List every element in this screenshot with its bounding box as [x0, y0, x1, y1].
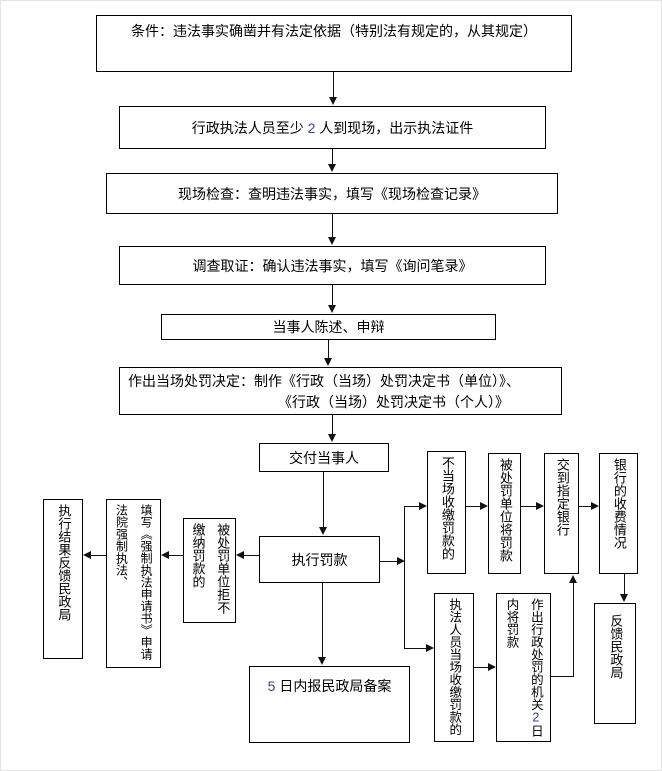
site-inspection-text: 现场检查：查明违法事实，填写《现场检查记录》: [178, 185, 486, 202]
arrow-notonsite-to-unitpays-line: [466, 506, 480, 507]
unit-refuses-box: 被处罚单位拒不缴纳罚款的: [183, 518, 236, 623]
connector-organ-horizontal: [551, 676, 574, 677]
feedback-bureau-text: 反馈民政局: [608, 614, 624, 679]
unit-refuses-text: 被处罚单位拒不缴纳罚款的: [190, 523, 231, 614]
arrow-split-to-notonsite-head: [419, 502, 427, 510]
arrow-onsite-to-organ-head: [488, 663, 496, 671]
party-statement-box: 当事人陈述、申辩: [161, 314, 496, 340]
arrow-split-to-onsite-head: [426, 644, 434, 652]
onsite-collection-box: 执法人员当场收缴罚款的: [434, 593, 474, 742]
connector-organ-head: [569, 575, 577, 583]
arrow-statement-to-decision-line: [328, 340, 329, 359]
execute-fine-text: 执行罚款: [291, 551, 348, 568]
arrow-inspection-to-investigation-head: [328, 237, 336, 245]
arrow-apply-to-result-head: [83, 551, 91, 559]
arrow-execute-to-split-head: [397, 557, 405, 565]
arrow-onsite-to-organ-line: [474, 667, 488, 668]
personnel-text: 行政执法人员至少 2 人到现场，出示执法证件: [191, 119, 474, 136]
execute-fine-box: 执行罚款: [259, 536, 380, 583]
bank-fee-status-box: 银行的收费情况: [599, 453, 638, 574]
result-feedback-text: 执行结果反馈民政局: [56, 504, 72, 621]
arrow-bank-to-fee-line: [579, 506, 591, 507]
arrow-investigation-to-statement-head: [328, 305, 336, 313]
arrow-execute-to-refuses-head: [236, 551, 244, 559]
arrow-decision-to-deliver-line: [332, 415, 333, 435]
site-inspection-box: 现场检查：查明违法事实，填写《现场检查记录》: [106, 173, 558, 214]
arrow-split-to-notonsite-line: [404, 506, 419, 507]
arrow-execute-to-record-head: [318, 657, 326, 665]
not-onsite-collection-box: 不当场收缴罚款的: [427, 451, 466, 574]
unit-pays-fine-box: 被处罚单位将罚款: [488, 453, 521, 574]
arrow-inspection-to-investigation-line: [332, 214, 333, 238]
arrow-execute-to-refuses-line: [244, 555, 259, 556]
arrow-split-to-onsite-line: [404, 648, 426, 649]
designated-bank-box: 交到指定银行: [544, 453, 579, 574]
report-record-text: 5 日内报民政局备案: [267, 678, 392, 694]
investigation-text: 调查取证：确认违法事实，填写《询问笔录》: [192, 257, 473, 274]
feedback-bureau-box: 反馈民政局: [594, 603, 636, 724]
not-onsite-collection-text: 不当场收缴罚款的: [439, 456, 455, 560]
condition-box: 条件：违法事实确凿并有法定依据（特别法有规定的，从其规定）: [96, 15, 572, 72]
organ-hands-fine-box: 作出行政处罚的机关2日内将罚款: [496, 593, 551, 742]
arrow-unitpays-to-bank-head: [536, 502, 544, 510]
arrow-deliver-to-execute-head: [319, 527, 327, 535]
report-record-box: 5 日内报民政局备案: [249, 666, 410, 743]
designated-bank-text: 交到指定银行: [554, 458, 570, 536]
arrow-refuses-to-apply-head: [161, 551, 169, 559]
result-feedback-box: 执行结果反馈民政局: [43, 499, 83, 659]
apply-enforcement-text: 填写《强制执法申请书》申请法院强制执法、: [114, 504, 154, 660]
arrow-bank-to-fee-head: [591, 502, 599, 510]
arrow-fee-to-feedback-head: [620, 594, 628, 602]
arrow-statement-to-decision-head: [324, 358, 332, 366]
investigation-box: 调查取证：确认违法事实，填写《询问笔录》: [119, 246, 546, 285]
bank-fee-status-text: 银行的收费情况: [611, 458, 627, 549]
arrow-execute-to-split-line: [380, 561, 397, 562]
apply-enforcement-box: 填写《强制执法申请书》申请法院强制执法、: [106, 499, 161, 668]
arrow-apply-to-result-line: [91, 555, 106, 556]
arrow-personnel-to-inspection-head: [328, 164, 336, 172]
arrow-condition-to-personnel-line: [333, 72, 334, 98]
arrow-execute-to-record-line: [322, 583, 323, 658]
arrow-fee-to-feedback-line: [624, 574, 625, 595]
arrow-investigation-to-statement-line: [332, 285, 333, 306]
arrow-notonsite-to-unitpays-head: [480, 502, 488, 510]
deliver-party-text: 交付当事人: [289, 449, 359, 466]
arrow-refuses-to-apply-line: [169, 555, 183, 556]
condition-text: 条件：违法事实确凿并有法定依据（特别法有规定的，从其规定）: [131, 23, 537, 39]
party-statement-text: 当事人陈述、申辩: [272, 319, 385, 335]
arrow-deliver-to-execute-line: [323, 472, 324, 528]
onsite-decision-line1: 作出当场处罚决定：制作《行政（当场）处罚决定书（单位）》、: [128, 373, 520, 389]
split-vertical-line: [404, 506, 405, 648]
organ-hands-fine-text: 作出行政处罚的机关2日内将罚款: [504, 598, 543, 737]
onsite-decision-line2: 《行政（当场）处罚决定书（个人）》: [278, 394, 509, 410]
onsite-collection-text: 执法人员当场收缴罚款的: [447, 598, 462, 736]
deliver-party-box: 交付当事人: [259, 443, 389, 472]
arrow-condition-to-personnel-head: [329, 97, 337, 105]
onsite-decision-box: 作出当场处罚决定：制作《行政（当场）处罚决定书（单位）》、 《行政（当场）处罚决…: [119, 367, 562, 415]
connector-organ-vertical: [573, 582, 574, 677]
arrow-decision-to-deliver-head: [328, 434, 336, 442]
unit-pays-fine-text: 被处罚单位将罚款: [497, 458, 513, 562]
arrow-unitpays-to-bank-line: [521, 506, 536, 507]
personnel-box: 行政执法人员至少 2 人到现场，出示执法证件: [119, 106, 546, 149]
arrow-personnel-to-inspection-line: [332, 149, 333, 165]
